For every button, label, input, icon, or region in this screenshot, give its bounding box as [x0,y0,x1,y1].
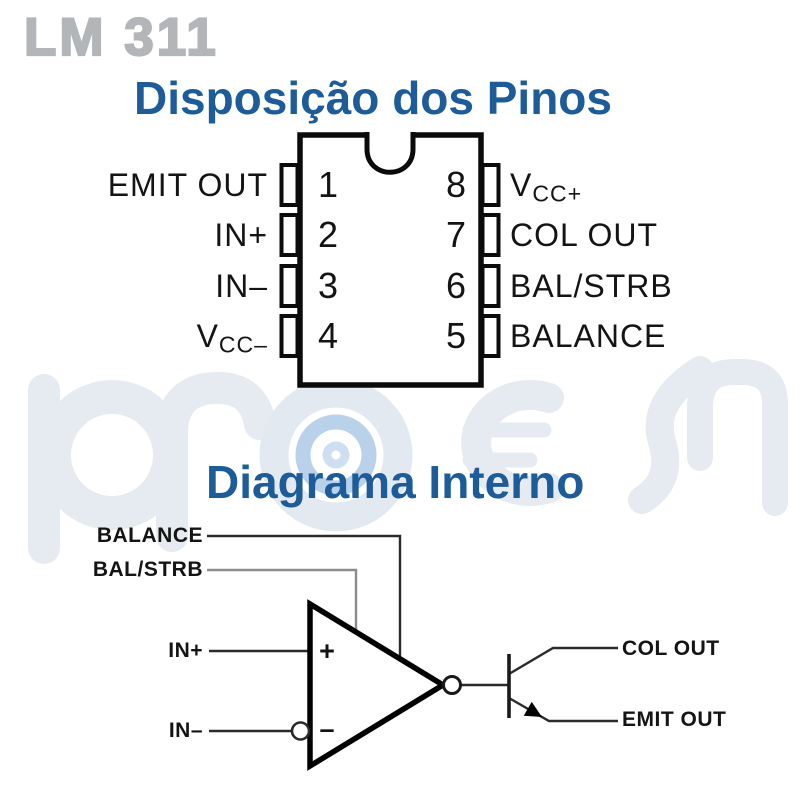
pin-stub-4 [279,314,300,358]
pin3-label: IN– [215,268,268,304]
ic-package-notch [364,132,416,175]
pin8-number: 8 [445,164,466,205]
pin2-number: 2 [318,214,339,255]
pin3-number: 3 [318,265,339,306]
watermark-letter-s [628,356,714,514]
pinout-section-heading: Disposição dos Pinos [134,72,612,124]
pin7-label: COL OUT [510,217,659,253]
watermark-letter-e-arc [461,380,564,506]
watermark-letter-i [687,359,788,516]
balance-label: BALANCE [96,524,203,547]
watermark-letter-o-center [322,441,350,469]
pin7-number: 7 [445,214,466,255]
watermark-letter-r [156,371,276,552]
pin5-number: 5 [445,315,466,356]
internal-section-heading: Diagrama Interno [206,456,585,508]
transistor-emitter-arrow-icon [523,701,542,717]
wire-emitter [508,696,618,723]
noninverting-plus-sign: + [319,636,335,666]
pin8-label-subscript: CC+ [532,180,583,207]
pin-stub-5 [480,314,501,358]
pin5-label: BALANCE [510,318,667,354]
output-bubble [442,675,462,695]
pin-stub-1 [279,163,300,207]
pin6-number: 6 [445,265,466,306]
pin6-label: BAL/STRB [510,268,673,304]
pin4-label: VCC– [196,318,268,358]
pin1-label: EMIT OUT [107,167,268,203]
emit-out-label: EMIT OUT [622,708,727,731]
watermark-letter-o-inner-ring [295,414,377,496]
pin-stub-2 [279,213,300,257]
pin-stub-7 [480,213,501,257]
ic-package-body [297,132,484,388]
pin-stub-3 [279,264,300,308]
watermark-letter-o-outer-ring [259,378,413,532]
wire-collector [508,646,618,676]
pin-stub-8 [480,163,501,207]
pin1-number: 1 [318,164,339,205]
pin-stub-6 [480,264,501,308]
bal-strb-label: BAL/STRB [92,558,203,581]
inverting-input-bubble [290,721,311,741]
in-minus-label: IN– [168,719,203,742]
comparator-triangle [307,599,449,771]
inverting-minus-sign: – [319,714,335,744]
pin8-label: VCC+ [510,167,583,207]
wire-balance [207,534,402,657]
pin2-label: IN+ [214,217,268,253]
pin4-number: 4 [318,315,339,356]
wire-bal-strb [207,568,358,631]
col-out-label: COL OUT [622,637,720,660]
in-plus-label: IN+ [168,639,203,662]
pin4-label-subscript: CC– [218,331,268,358]
part-number-title: LM 311 [23,8,219,67]
